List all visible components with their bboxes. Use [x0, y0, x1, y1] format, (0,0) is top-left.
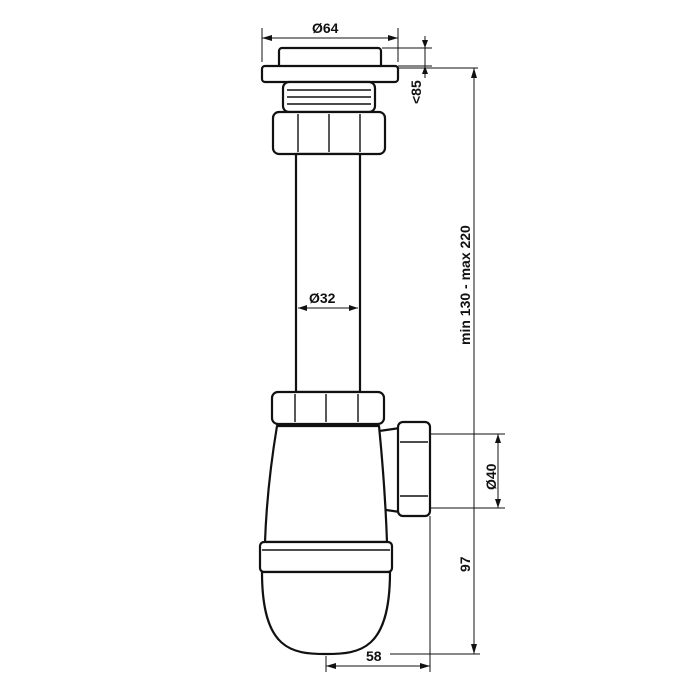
bottle-cup	[260, 570, 392, 656]
dimension-top-diameter: Ø64	[261, 20, 399, 62]
bottle-ring	[258, 540, 394, 574]
dimension-pipe-diameter: Ø32	[298, 290, 358, 311]
upper-nut	[271, 110, 387, 156]
dimension-outlet-diameter: Ø40	[430, 433, 505, 509]
strainer	[260, 46, 400, 114]
label-top-diameter: Ø64	[312, 20, 339, 36]
label-pipe-diameter: Ø32	[309, 290, 336, 306]
vertical-pipe	[294, 152, 362, 394]
label-outlet-offset: 58	[366, 648, 382, 664]
label-length-range: min 130 - max 220	[457, 225, 473, 345]
strainer-flange	[260, 64, 400, 84]
label-bottle-height: 97	[457, 556, 473, 572]
label-top-height: <85	[408, 80, 424, 104]
label-outlet-diameter: Ø40	[483, 463, 499, 490]
bottle-body	[258, 424, 394, 656]
lower-nut	[270, 390, 386, 426]
dimension-outlet-offset: 58	[325, 516, 431, 672]
dimension-top-height: <85	[382, 36, 432, 104]
dimension-bottle-height: 97	[390, 510, 480, 655]
dimension-length-range: min 130 - max 220	[398, 67, 478, 510]
outlet-nut	[396, 420, 432, 518]
